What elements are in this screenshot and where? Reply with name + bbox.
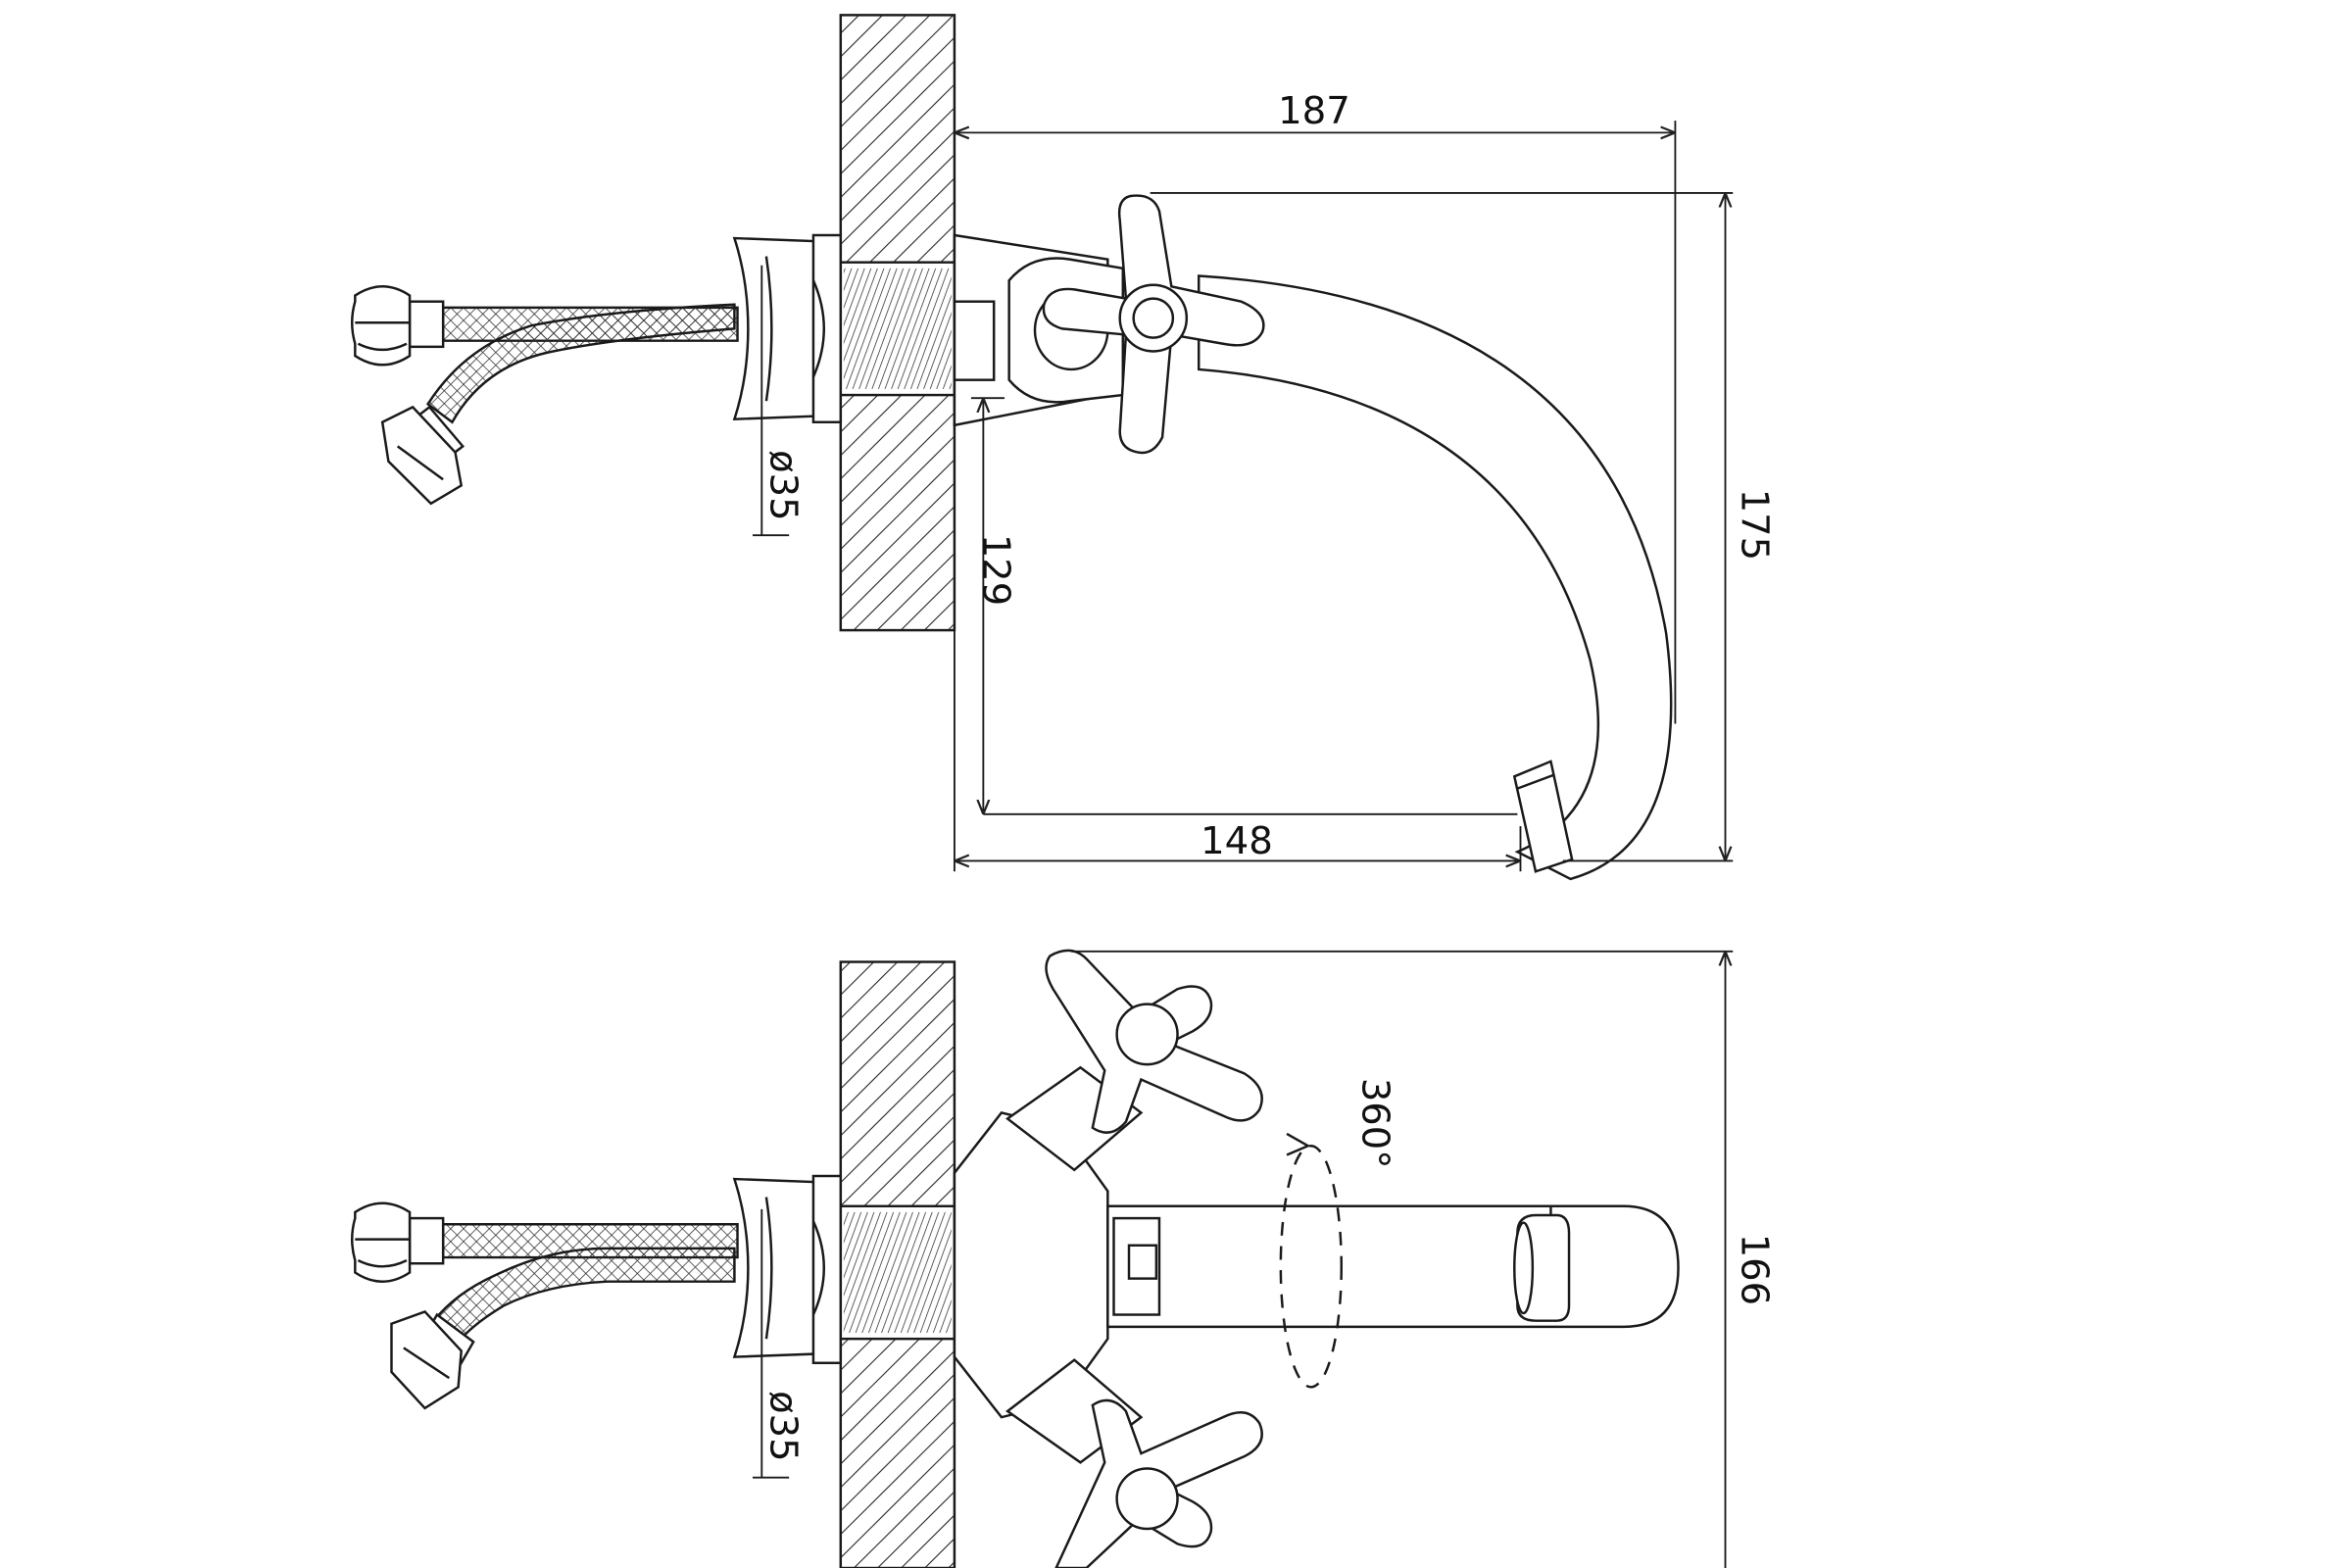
aerator-top <box>1513 1205 1571 1322</box>
dim-outlet-height-label: 129 <box>973 534 1017 606</box>
flange-nut-side <box>732 236 818 420</box>
dimension-lines-side <box>753 18 1734 872</box>
dim-flange-diameter-top-label: ø35 <box>761 1391 806 1461</box>
side-view <box>350 14 1734 881</box>
dim-outlet-reach-label: 148 <box>1200 819 1273 863</box>
flange-plate-top <box>811 1174 843 1364</box>
dim-handle-span-label: 166 <box>1733 1234 1777 1305</box>
cross-handle-side <box>1042 194 1265 455</box>
dim-flange-diameter-label: ø35 <box>761 450 806 520</box>
dim-spout-height-label: 175 <box>1733 489 1777 561</box>
hose-nut-upper-side <box>350 285 445 367</box>
spout-side <box>1197 274 1673 881</box>
dimension-lines-top <box>753 950 1734 1568</box>
spout-top <box>1106 1204 1680 1329</box>
cross-handle-upper-top <box>1045 949 1263 1134</box>
hose-nut-lower-top <box>390 1310 475 1410</box>
hose-lower-side <box>425 303 736 424</box>
eccentric-bush-side <box>953 300 996 381</box>
dim-swivel-angle-label: 360° <box>1352 1078 1396 1169</box>
flange-nut-top <box>732 1177 818 1358</box>
hose-nut-upper-top <box>350 1201 445 1283</box>
dim-projection-label: 187 <box>1278 89 1350 133</box>
flange-plate-side <box>811 233 843 423</box>
swivel-indicator <box>1279 1145 1344 1389</box>
hose-nut-lower-side <box>380 405 466 506</box>
hose-lower-top <box>432 1247 736 1344</box>
aerator-side <box>1512 760 1574 873</box>
cross-handle-lower-top <box>1054 1398 1263 1568</box>
top-view <box>350 949 1734 1568</box>
